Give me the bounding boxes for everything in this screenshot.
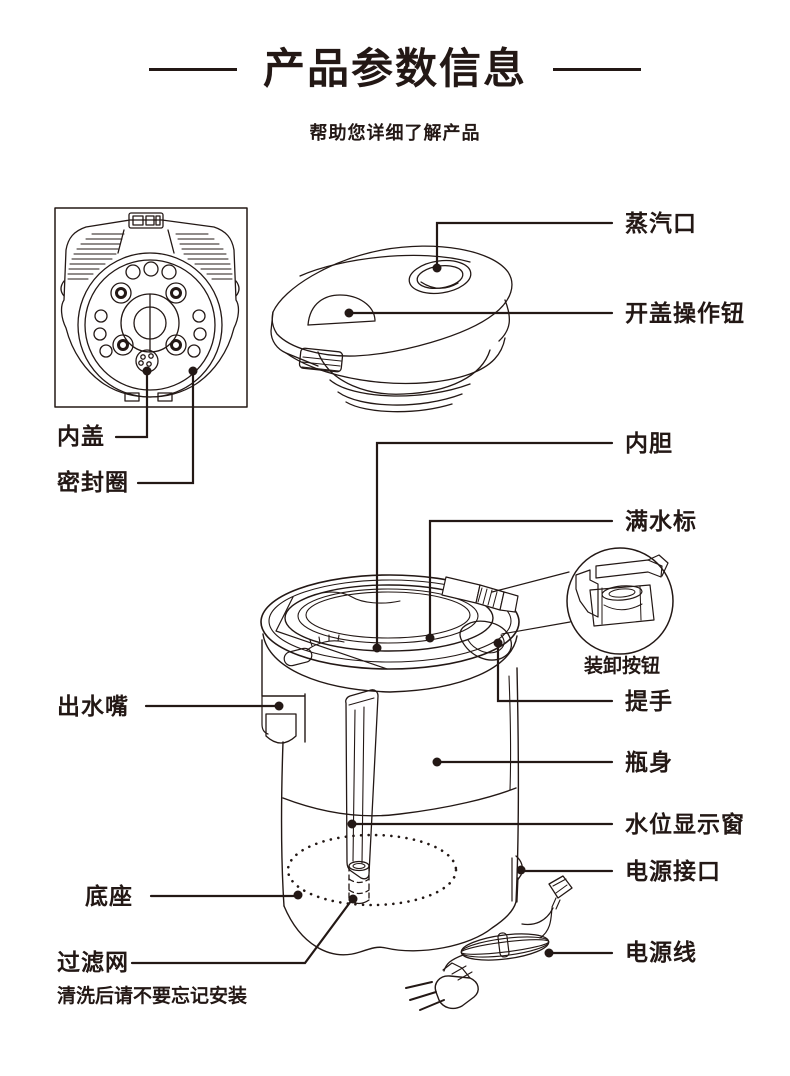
leader-power-cord (544, 948, 614, 958)
label-full-water-mark: 满水标 (625, 508, 697, 534)
leader-inner-pot (372, 441, 614, 653)
label-seal-ring: 密封圈 (57, 469, 129, 495)
leader-inner-lid (114, 366, 152, 439)
filter-drawing (348, 860, 370, 905)
label-base: 底座 (85, 883, 133, 909)
label-spout: 出水嘴 (57, 693, 129, 719)
page-title: 产品参数信息 (262, 45, 527, 92)
vent-hatch-right (175, 233, 233, 280)
mount-button-detail-drawing (575, 554, 669, 627)
label-water-level-window: 水位显示窗 (625, 811, 745, 837)
label-power-socket: 电源接口 (625, 858, 721, 884)
label-lid-open-button: 开盖操作钮 (625, 300, 745, 326)
mount-button-inset (491, 547, 674, 655)
plug-drawing (405, 962, 479, 1011)
label-power-cord: 电源线 (625, 939, 697, 965)
leader-full-water-mark (425, 519, 614, 643)
label-filter: 过滤网 (57, 949, 129, 975)
leader-power-socket (516, 865, 614, 875)
label-mount-button: 装卸按钮 (584, 656, 661, 677)
title-right-dash (553, 67, 641, 71)
vent-hatch-left (67, 233, 125, 280)
leader-water-level-window (347, 819, 614, 829)
label-steam-vent: 蒸汽口 (625, 210, 697, 236)
leader-spout (144, 701, 284, 711)
label-filter-note: 清洗后请不要忘记安装 (57, 986, 248, 1007)
leader-seal-ring (136, 366, 198, 485)
base-dotted-outline (286, 833, 458, 907)
label-inner-lid: 内盖 (57, 423, 105, 449)
leader-steam-vent (432, 221, 614, 273)
leader-base (149, 890, 303, 900)
page-subtitle: 帮助您详细了解产品 (309, 123, 481, 143)
label-inner-pot: 内胆 (625, 430, 673, 456)
leader-lines (114, 221, 614, 965)
lid-underside-drawing (60, 212, 240, 402)
lid-top-drawing (270, 245, 513, 413)
leader-filter (130, 894, 358, 965)
lid-underside-box (54, 207, 248, 408)
power-cord-drawing (443, 875, 573, 972)
leader-body (432, 757, 614, 767)
lid-screws (110, 282, 187, 356)
label-handle: 提手 (625, 688, 673, 714)
label-body: 瓶身 (625, 749, 673, 775)
title-left-dash (148, 67, 237, 71)
page-header: 产品参数信息 (0, 45, 790, 92)
leader-lid-open-button (344, 308, 614, 318)
leader-handle (493, 638, 614, 703)
